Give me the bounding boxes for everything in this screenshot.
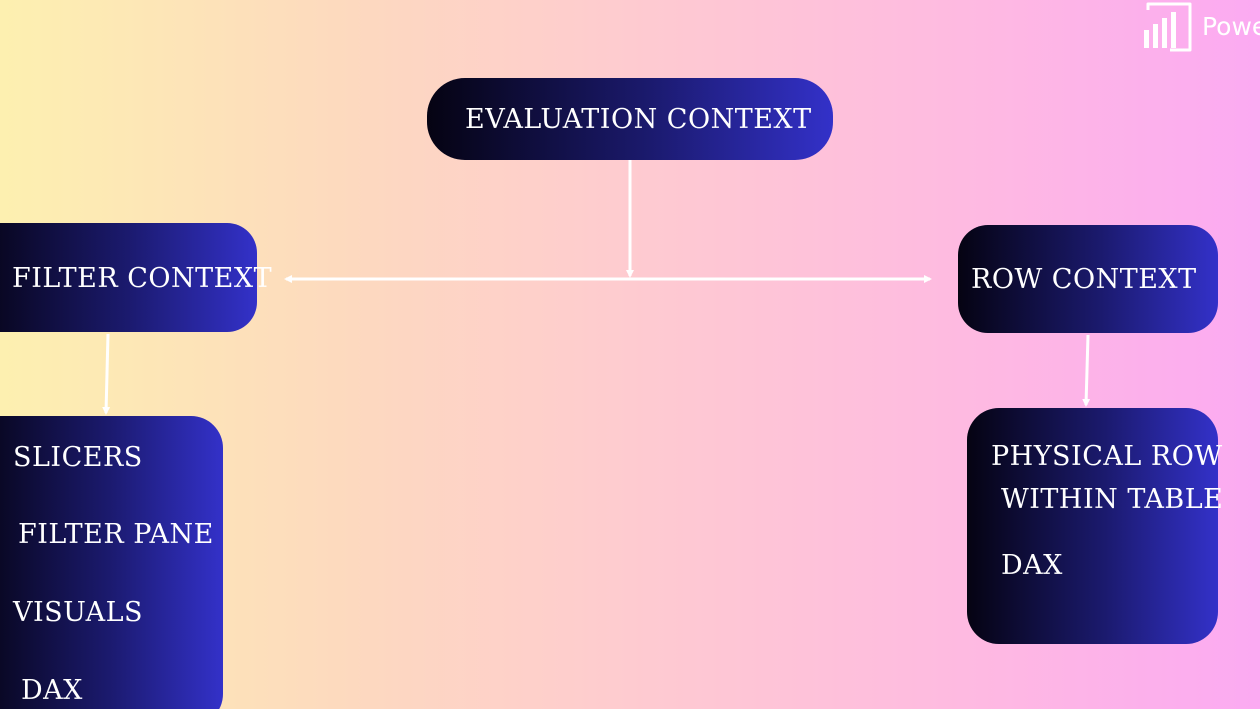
filter-to-list-arrow (102, 333, 111, 415)
row-context-label: ROW CONTEXT (971, 264, 1197, 295)
list-item: PHYSICAL ROW (991, 441, 1223, 472)
row-context-items-box: PHYSICAL ROW WITHIN TABLE DAX (967, 408, 1223, 644)
evaluation-context-node: EVALUATION CONTEXT (427, 78, 833, 160)
row-to-list-arrow (1082, 334, 1091, 407)
list-item: DAX (1001, 550, 1063, 581)
filter-context-node: FILTER CONTEXT (0, 223, 272, 332)
filter-context-items-box: SLICERS FILTER PANE VISUALS DAX (0, 416, 223, 709)
row-context-node: ROW CONTEXT (958, 225, 1218, 333)
list-item: SLICERS (13, 442, 143, 473)
logo-text: Powe (1202, 12, 1260, 41)
filter-context-label: FILTER CONTEXT (12, 263, 273, 294)
list-item: VISUALS (13, 597, 144, 628)
list-item: FILTER PANE (18, 519, 214, 550)
list-item: DAX (21, 675, 83, 706)
evaluation-context-label: EVALUATION CONTEXT (465, 104, 812, 135)
power-bi-icon (1144, 2, 1192, 52)
list-item: WITHIN TABLE (1001, 484, 1224, 515)
power-bi-logo: Powe (1140, 0, 1260, 56)
